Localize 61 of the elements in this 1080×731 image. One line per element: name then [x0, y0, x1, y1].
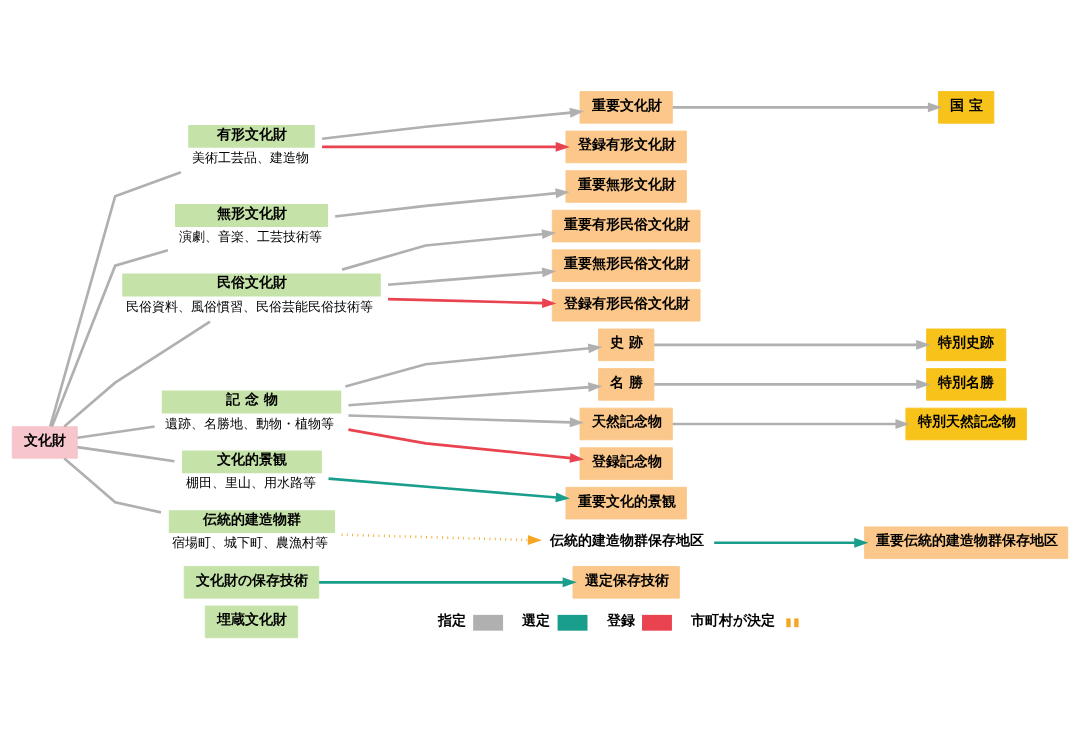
node-box: 重要無形文化財 — [565, 170, 687, 203]
connector — [50, 249, 169, 427]
node-box: 特別天然記念物 — [905, 407, 1027, 441]
node-box: 選定保存技術 — [572, 566, 680, 599]
node-box: 文化的景観 — [182, 450, 322, 474]
node-box: 重要伝統的建造物群保存地区 — [864, 526, 1069, 559]
arrow — [322, 142, 570, 152]
node-box: 文化財 — [11, 426, 78, 459]
legend-label: 登録 — [606, 612, 635, 629]
connector — [63, 320, 211, 428]
arrow — [335, 188, 570, 218]
node-box: 史 跡 — [598, 328, 655, 362]
arrow — [654, 339, 931, 350]
node-box: 文化財の保存技術 — [183, 566, 320, 599]
node-box: 有形文化財 — [188, 124, 315, 148]
legend-label: 選定 — [522, 612, 551, 629]
arrow — [388, 297, 557, 309]
node-label: 民俗資料、風俗慣習、民俗芸能民俗技術等 — [125, 298, 373, 314]
node-label: 演劇、音楽、工芸技術等 — [178, 229, 322, 245]
node-box: 重要有形民俗文化財 — [551, 209, 701, 243]
arrow — [348, 414, 584, 428]
node-label: 美術工芸品、建造物 — [191, 149, 309, 165]
arrow — [654, 379, 931, 390]
node-box: 埋蔵文化財 — [204, 605, 299, 639]
node-box: 登録記念物 — [579, 447, 673, 480]
connector — [63, 457, 162, 514]
node-label: 遺跡、名勝地、動物・植物等 — [165, 415, 335, 431]
node-box: 特別史跡 — [926, 328, 1007, 362]
arrow — [341, 533, 542, 545]
node-box: 民俗文化財 — [122, 273, 381, 297]
node-text: 伝統的建造物群保存地区 — [549, 532, 704, 549]
legend-label: 指定 — [437, 612, 466, 629]
arrow — [348, 428, 584, 463]
arrow — [672, 102, 942, 113]
node-label: 棚田、里山、用水路等 — [185, 475, 316, 491]
node-box: 重要無形民俗文化財 — [551, 249, 701, 282]
arrow — [714, 537, 869, 548]
arrow — [387, 267, 557, 286]
connector — [77, 425, 155, 440]
node-box: 特別名勝 — [926, 368, 1007, 401]
node-box: 登録有形文化財 — [565, 130, 687, 164]
arrow — [321, 107, 584, 141]
arrow — [348, 382, 603, 407]
arrow — [319, 577, 577, 588]
node-box: 天然記念物 — [579, 407, 673, 441]
node-box: 登録有形民俗文化財 — [551, 289, 701, 322]
node-box: 名 勝 — [598, 368, 655, 401]
legend-label: 市町村が決定 — [691, 612, 776, 629]
connector — [48, 171, 182, 427]
node-box: 重要文化財 — [579, 91, 673, 124]
node-label: 宿場町、城下町、農漁村等 — [172, 535, 329, 551]
node-box: 伝統的建造物群 — [168, 510, 336, 534]
node-box: 記 念 物 — [161, 390, 342, 414]
connector — [77, 445, 175, 463]
node-box: 無形文化財 — [175, 204, 329, 227]
node-box: 重要文化的景観 — [565, 486, 687, 520]
arrow — [345, 343, 603, 388]
node-box: 国 宝 — [938, 91, 995, 124]
arrow — [328, 477, 570, 503]
arrow — [672, 419, 910, 429]
arrow — [341, 229, 557, 271]
